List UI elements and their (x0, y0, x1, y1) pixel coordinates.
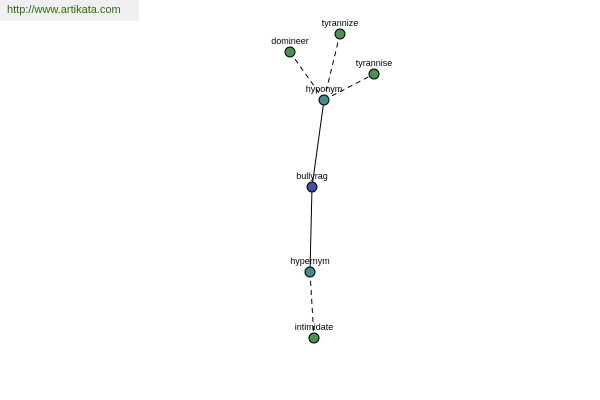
node-label-hyponym: hyponym (306, 84, 343, 94)
edge-hyponym-domineer (289, 51, 325, 101)
node-label-tyrannise: tyrannise (356, 58, 393, 68)
node-intimidate[interactable]: intimidate (295, 322, 334, 344)
node-tyrannise[interactable]: tyrannise (356, 58, 393, 80)
node-label-tyrannize: tyrannize (322, 18, 359, 28)
edge-bullyrag-hyponym (311, 99, 325, 188)
edge-hyponym-tyrannize (323, 33, 341, 101)
graph-nodes: bullyrag hyponym hypernym domineer tyrannize… (271, 18, 393, 344)
node-hyponym[interactable]: hyponym (306, 84, 343, 106)
node-circle-bullyrag[interactable] (306, 181, 318, 193)
node-bullyrag[interactable]: bullyrag (296, 171, 328, 193)
edge-hypernym-intimidate (309, 271, 315, 339)
node-circle-hyponym[interactable] (318, 94, 330, 106)
node-circle-tyrannise[interactable] (368, 68, 380, 80)
watermark-url: http://www.artikata.com (0, 0, 139, 21)
node-label-intimidate: intimidate (295, 322, 334, 332)
node-label-domineer: domineer (271, 36, 309, 46)
node-label-hypernym: hypernym (290, 256, 330, 266)
node-label-bullyrag: bullyrag (296, 171, 328, 181)
node-circle-hypernym[interactable] (304, 266, 316, 278)
edge-bullyrag-hypernym (309, 186, 313, 273)
graph-edges (289, 33, 375, 339)
node-circle-intimidate[interactable] (308, 332, 320, 344)
node-circle-domineer[interactable] (284, 46, 296, 58)
node-circle-tyrannize[interactable] (334, 28, 346, 40)
node-tyrannize[interactable]: tyrannize (322, 18, 359, 40)
edge-hyponym-tyrannise (323, 73, 375, 101)
node-hypernym[interactable]: hypernym (290, 256, 330, 278)
node-domineer[interactable]: domineer (271, 36, 309, 58)
